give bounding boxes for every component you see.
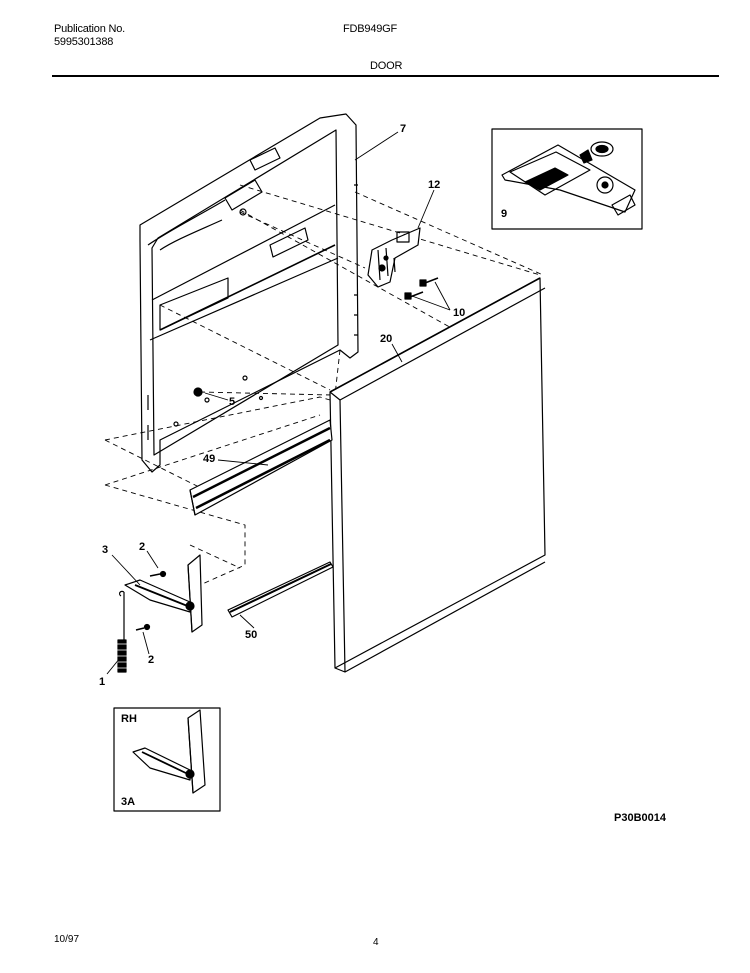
door-latch-part-12 [367,227,421,288]
inset-box-part-9 [491,128,643,230]
callout-7: 7 [400,123,406,135]
publication-label: Publication No. [54,23,125,35]
inner-door-frame [139,113,359,473]
callout-49: 49 [203,453,215,465]
hinge-spring-part-1 [117,590,127,673]
header-rule [52,75,719,77]
screws-part-10 [404,277,439,300]
publication-number: 5995301388 [54,36,114,48]
callout-20: 20 [380,333,392,345]
section-title: DOOR [370,60,403,72]
callout-2-upper: 2 [139,541,145,553]
diagram-code: P30B0014 [614,812,667,824]
model-number: FDB949GF [343,23,398,35]
callout-1: 1 [99,676,105,688]
bottom-strip-part-50 [227,561,334,618]
callout-9: 9 [501,208,507,220]
inset-box-rh-3a [113,707,221,812]
callout-5: 5 [229,396,235,408]
door-seal-part-49 [189,419,333,516]
callout-50: 50 [245,629,257,641]
callout-3: 3 [102,544,108,556]
callout-12: 12 [428,179,440,191]
callout-3a: 3A [121,796,135,808]
assembly-lines [104,184,544,586]
callout-10: 10 [453,307,465,319]
callout-2-lower: 2 [148,654,154,666]
hinge-assembly [124,554,203,633]
footer-page-number: 4 [373,937,379,948]
outer-door-panel [329,277,546,673]
footer-date: 10/97 [54,934,80,945]
callout-rh: RH [121,713,137,725]
leader-lines [106,131,451,675]
